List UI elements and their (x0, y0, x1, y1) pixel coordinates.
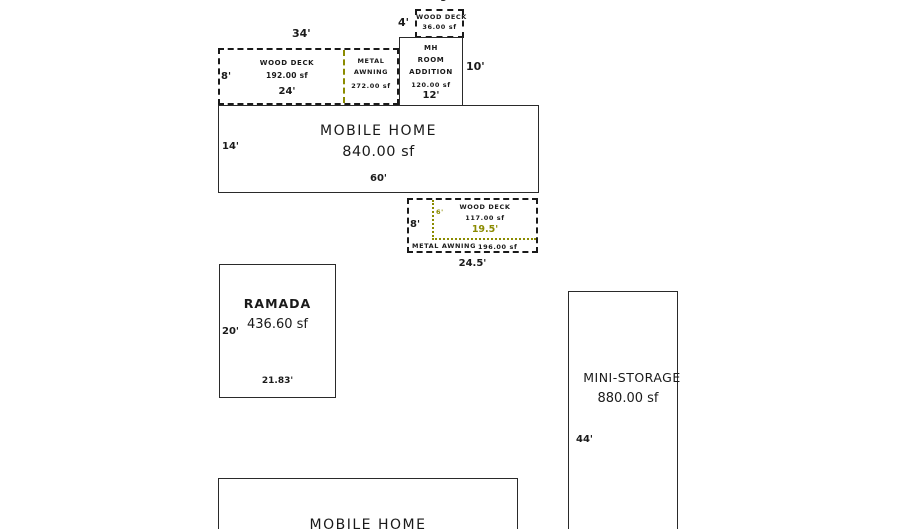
bottom-mobile-home-label: MOBILE HOME (309, 517, 427, 529)
mobile-home-dim-bottom: 60' (370, 173, 387, 184)
bottom-mobile-home-outline (218, 478, 518, 529)
mh-room-addition-label-1: MH (423, 44, 439, 52)
ramada-area: 436.60 sf (247, 317, 308, 332)
lower-metal-awning-label: METAL AWNING (412, 242, 477, 250)
mh-room-addition-label-3: ADDITION (409, 68, 453, 76)
top-wood-deck-area: 36.00 sf (422, 23, 457, 31)
mobile-home-area: 840.00 sf (342, 144, 415, 160)
mh-room-addition-dim-right: 10' (466, 60, 485, 73)
mh-room-addition-area: 120.00 sf (411, 81, 451, 89)
upper-wood-deck-label: WOOD DECK (259, 59, 315, 67)
upper-deck-dim-top: 34' (292, 27, 311, 40)
mini-storage-area: 880.00 sf (597, 391, 659, 406)
lower-awning-divider-line (432, 238, 536, 240)
mobile-home-outline (218, 105, 539, 193)
lower-deck-dim-left: 8' (410, 219, 421, 230)
mh-room-addition-outline (399, 37, 463, 106)
upper-metal-awning-area: 272.00 sf (351, 82, 391, 90)
lower-deck-dim-bottom: 24.5' (458, 258, 487, 269)
upper-metal-awning-label-1: METAL (357, 57, 385, 65)
upper-deck-outline (218, 48, 399, 105)
lower-deck-inner-vline (432, 200, 434, 240)
lower-deck-dim-inner-width: 19.5' (471, 224, 499, 235)
lower-deck-outline (407, 198, 538, 253)
lower-deck-dim-inner-height: 6' (436, 208, 444, 216)
upper-awning-divider-line (343, 50, 345, 103)
ramada-outline (219, 264, 336, 398)
top-wood-deck-dim-left: 4' (398, 16, 410, 29)
lower-wood-deck-area: 117.00 sf (465, 214, 505, 222)
mini-storage-outline (568, 291, 678, 529)
upper-wood-deck-dim-bottom: 24' (278, 86, 296, 97)
ramada-label: RAMADA (243, 296, 312, 311)
mh-room-addition-label-2: ROOM (417, 56, 445, 64)
ramada-dim-left: 20' (222, 326, 239, 337)
top-wood-deck-dim-top: 9' (440, 0, 451, 4)
lower-wood-deck-label: WOOD DECK (459, 203, 511, 211)
ramada-dim-bottom: 21.83' (261, 376, 294, 386)
mobile-home-label: MOBILE HOME (320, 123, 437, 139)
mini-storage-dim-left: 44' (576, 434, 593, 445)
upper-wood-deck-area: 192.00 sf (266, 71, 308, 80)
top-wood-deck-label: WOOD DECK (416, 13, 467, 21)
upper-deck-dim-left: 8' (221, 71, 232, 82)
lower-metal-awning-area: 196.00 sf (478, 243, 518, 251)
mobile-home-dim-left: 14' (222, 141, 239, 152)
upper-metal-awning-label-2: AWNING (353, 68, 389, 76)
mh-room-addition-dim-bottom: 12' (422, 90, 440, 101)
mini-storage-label: MINI-STORAGE (583, 370, 681, 385)
